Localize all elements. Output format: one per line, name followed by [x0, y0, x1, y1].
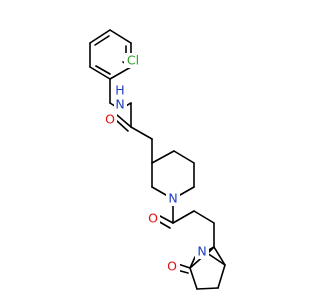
bond [89, 29, 111, 44]
atom-label-o2: O [146, 211, 160, 227]
bond [89, 66, 111, 80]
chlorine-label: Cl [127, 53, 139, 68]
atom-label-o1: O [104, 112, 117, 128]
bond-double [116, 120, 129, 132]
bond [151, 186, 167, 196]
atom-label-cl: Cl [124, 53, 143, 68]
piperidine-n-label: N [168, 191, 177, 206]
atom-label-n1: N [166, 191, 180, 206]
atom-label-nh: H N [114, 83, 127, 112]
bond [173, 150, 195, 164]
bond [196, 287, 219, 290]
bond [109, 29, 132, 44]
bond-double-inner [95, 65, 111, 75]
bond [172, 210, 195, 224]
piperidine-ring [151, 150, 195, 196]
bond-double [116, 114, 132, 128]
bond [208, 246, 215, 253]
bond [189, 267, 198, 290]
pyrrolidinone-n-label: N [197, 244, 206, 259]
bond [193, 210, 215, 224]
bond [179, 186, 195, 196]
acyl-o-label: O [148, 211, 158, 226]
bond [189, 256, 196, 269]
amide-h-label: H [115, 83, 124, 98]
bond-double-inner [94, 35, 110, 46]
bond [213, 246, 226, 266]
bond-double [159, 215, 174, 224]
lactam-o-label: O [167, 259, 177, 274]
atom-label-o3: O [166, 259, 180, 275]
amide-o-label: O [105, 112, 115, 127]
atom-label-n2: N [195, 244, 209, 259]
bond [151, 150, 175, 164]
bond [109, 66, 132, 80]
amide-n-label: N [115, 97, 124, 112]
molecule-structure: Cl H N O N O N O [89, 29, 226, 290]
bond [217, 264, 226, 289]
bond [130, 126, 153, 140]
bond-ring-n-c [206, 252, 226, 266]
